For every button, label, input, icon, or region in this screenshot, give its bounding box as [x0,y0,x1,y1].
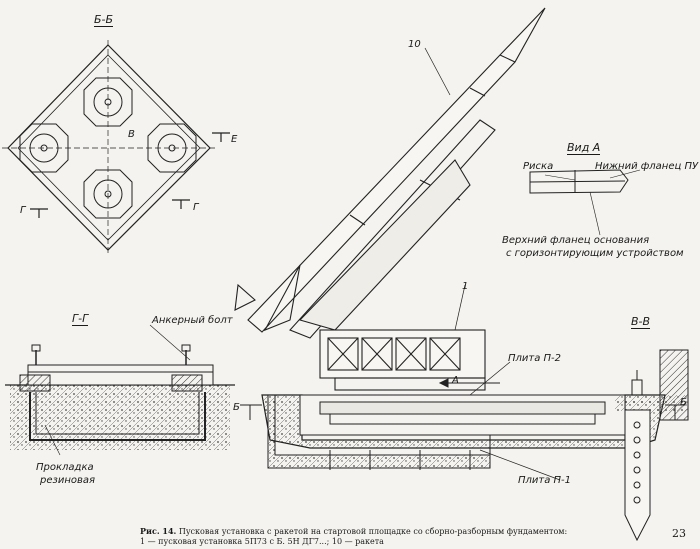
caption-legend: 1 — пусковая установка 5П73 с Б. 5Н ДГ7.… [140,537,384,546]
label-rocket-10: 10 [408,39,421,50]
section-title-bb: Б-Б [94,13,114,27]
label-upper-flange-2: с горизонтирующим устройством [506,248,684,259]
launcher-and-rocket [234,7,546,391]
caption-fig-number: Рис. 14. [140,526,177,536]
figure-caption: Рис. 14. Пусковая установка с ракетой на… [140,526,580,547]
label-launcher-1: 1 [462,281,469,292]
label-anchor-bolt: Анкерный болт [152,315,233,326]
label-v: В [128,129,135,140]
label-rubber-gasket-2: резиновая [40,475,96,486]
label-lower-flange: Нижний фланец ПУ [595,161,699,172]
caption-text: Пусковая установка с ракетой на стартово… [178,527,568,536]
foundation [240,361,685,481]
section-gg [5,324,235,456]
section-title-vv: В-В [631,315,651,329]
label-e: Е [231,134,238,145]
label-riska: Риска [523,161,554,172]
page-number: 23 [672,527,686,540]
label-rubber-gasket-1: Прокладка [36,462,94,473]
label-plate-p2: Плита П-2 [508,353,562,364]
section-title-view-a: Вид А [567,141,601,155]
label-g-left: Г [20,205,26,216]
section-vv [615,349,689,542]
label-b-left: Б [233,402,240,413]
label-plate-p1: Плита П-1 [518,475,572,486]
plan-view-bb [2,40,230,255]
label-g-right: Г [193,202,199,213]
label-upper-flange-1: Верхний фланец основания [502,235,650,246]
label-b-right: Б [680,397,687,408]
section-title-gg: Г-Г [72,312,89,326]
view-a [529,169,641,236]
label-a-arrow: А [452,375,459,386]
